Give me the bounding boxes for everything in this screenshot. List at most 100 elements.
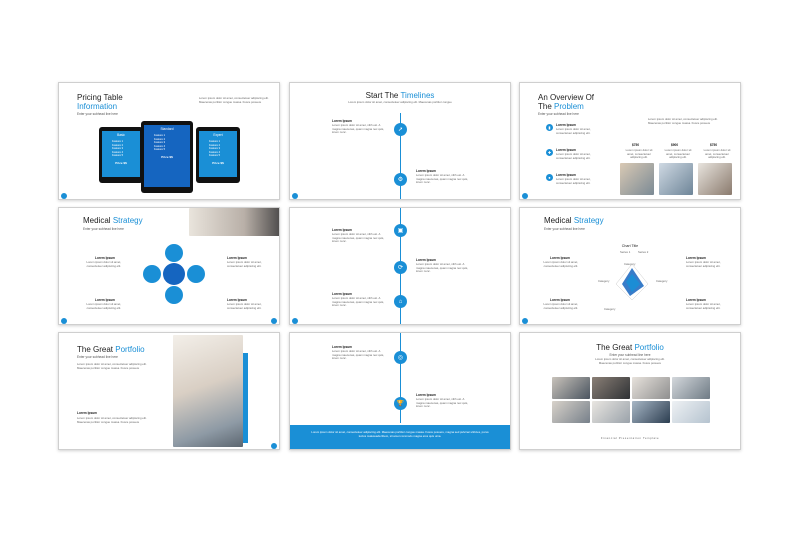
price-label: $750 xyxy=(710,143,718,147)
accent-bar xyxy=(243,353,248,443)
slide-subtitle: Enter your subhead line here xyxy=(544,227,585,231)
chart-axis-label: Category xyxy=(604,307,616,311)
slide-timelines[interactable]: Start The Timelines Lorem ipsum dolor si… xyxy=(289,82,511,200)
chart-legend-item: Series 1 xyxy=(620,250,631,254)
slide-portfolio-doctor[interactable]: The Great Portfolio Enter your subhead l… xyxy=(58,332,280,450)
chart-axis-label: Category xyxy=(656,279,668,283)
item-label: Lorem Ipsum xyxy=(686,256,707,260)
slide-title: The Great Portfolio xyxy=(77,345,145,354)
slide-body-text: Lorem ipsum dolor sit amet, consectetuer… xyxy=(199,96,269,104)
price-text: Lorem ipsum dolor sit amet, consectetuer… xyxy=(625,148,653,160)
doctor-photo xyxy=(173,335,243,447)
timeline-text: Lorem ipsum dolor sit amet, nibh est. A … xyxy=(416,173,469,185)
slide-marker xyxy=(522,193,528,199)
item-label: Lorem Ipsum xyxy=(227,298,248,302)
item-text: Lorem ipsum dolor sit amet, consectetuer… xyxy=(77,416,147,424)
item-label: Lorem Ipsum xyxy=(556,173,577,177)
price-text: Lorem ipsum dolor sit amet, consectetuer… xyxy=(664,148,692,160)
slide-title: Medical Strategy xyxy=(83,216,143,225)
chart-icon: ▮ xyxy=(546,124,553,131)
slide-marker xyxy=(271,443,277,449)
item-text: Lorem ipsum dolor sit amet, consectetuer… xyxy=(543,302,578,310)
slide-portfolio-gallery[interactable]: The Great Portfolio Enter your subhead l… xyxy=(519,332,741,450)
slide-marker xyxy=(271,318,277,324)
gallery-photo xyxy=(592,377,630,399)
slide-medical-strategy-chart[interactable]: Medical Strategy Enter your subhead line… xyxy=(519,207,741,325)
slide-marker xyxy=(292,318,298,324)
header-photo xyxy=(189,208,279,236)
diagram-center xyxy=(163,263,185,285)
price-label: $750 xyxy=(632,143,640,147)
item-text: Lorem ipsum dolor sit amet, consectetuer… xyxy=(686,302,721,310)
slide-marker xyxy=(61,318,67,324)
location-icon: ● xyxy=(546,174,553,181)
timeline-text: Lorem ipsum dolor sit amet, nibh est. A … xyxy=(332,123,385,135)
slide-subtitle: Enter your subhead line here xyxy=(77,112,118,116)
timeline-label: Lorem Ipsum xyxy=(416,393,437,397)
diagram-node xyxy=(187,265,205,283)
slide-timeline-end[interactable]: ◎ 🏆 Lorem Ipsum Lorem ipsum dolor sit am… xyxy=(289,332,511,450)
slide-subtitle: Enter your subhead line here xyxy=(609,353,651,357)
photo-doctor xyxy=(698,163,732,195)
gallery-photo xyxy=(632,401,670,423)
item-text: Lorem ipsum dolor sit amet, consectetuer… xyxy=(686,260,721,268)
slide-title: Start The Timelines xyxy=(365,91,435,100)
gallery-photo xyxy=(552,377,590,399)
timeline-text: Lorem ipsum dolor sit amet, nibh est. A … xyxy=(416,262,469,274)
slide-marker xyxy=(522,318,528,324)
timeline-label: Lorem Ipsum xyxy=(332,292,353,296)
footer-text: Lorem ipsum dolor sit amet, consectetuer… xyxy=(311,430,489,438)
slide-medical-strategy-diagram[interactable]: Medical Strategy Enter your subhead line… xyxy=(58,207,280,325)
diagram-node xyxy=(165,244,183,262)
item-text: Lorem ipsum dolor sit amet, consectetuer… xyxy=(556,152,591,160)
slide-timeline-middle[interactable]: ▣ ⟳ ⌂ Lorem Ipsum Lorem ipsum dolor sit … xyxy=(289,207,511,325)
item-text: Lorem ipsum dolor sit amet, consectetuer… xyxy=(86,302,121,310)
item-text: Lorem ipsum dolor sit amet, consectetuer… xyxy=(227,302,262,310)
chart-axis-label: Category xyxy=(598,279,610,283)
item-text: Lorem ipsum dolor sit amet, consectetuer… xyxy=(556,127,591,135)
slide-title: Medical Strategy xyxy=(544,216,604,225)
slide-body-text: Lorem ipsum dolor sit amet, consectetuer… xyxy=(77,362,147,370)
item-label: Lorem Ipsum xyxy=(550,256,571,260)
hospital-icon: ✚ xyxy=(546,149,553,156)
slide-intro-text: Lorem ipsum dolor sit amet, consectetuer… xyxy=(348,100,452,104)
gallery-photo xyxy=(552,401,590,423)
item-label: Lorem Ipsum xyxy=(95,256,116,260)
gallery-photo xyxy=(672,401,710,423)
trophy-icon: 🏆 xyxy=(394,397,407,410)
timeline-label: Lorem Ipsum xyxy=(332,228,353,232)
chart-legend-item: Series 2 xyxy=(638,250,649,254)
gallery-photo xyxy=(632,377,670,399)
photo-doctor xyxy=(659,163,693,195)
item-label: Lorem Ipsum xyxy=(95,298,116,302)
diagram-node xyxy=(143,265,161,283)
timeline-text: Lorem ipsum dolor sit amet, nibh est. A … xyxy=(332,349,385,361)
timeline-label: Lorem Ipsum xyxy=(416,258,437,262)
item-label: Lorem Ipsum xyxy=(556,123,577,127)
gallery-photo xyxy=(592,401,630,423)
item-text: Lorem ipsum dolor sit amet, consectetuer… xyxy=(227,260,262,268)
price-label: $900 xyxy=(671,143,679,147)
timeline-label: Lorem Ipsum xyxy=(332,119,353,123)
item-text: Lorem ipsum dolor sit amet, consectetuer… xyxy=(556,177,591,185)
slide-marker xyxy=(292,193,298,199)
chart-axis-label: Category xyxy=(624,262,636,266)
photo-doctor xyxy=(620,163,654,195)
timeline-label: Lorem Ipsum xyxy=(416,169,437,173)
timeline-line xyxy=(400,113,401,199)
item-label: Lorem Ipsum xyxy=(556,148,577,152)
timeline-text: Lorem ipsum dolor sit amet, nibh est. A … xyxy=(332,232,385,244)
bag-icon: ▣ xyxy=(394,224,407,237)
timeline-line xyxy=(400,333,401,423)
timeline-text: Lorem ipsum dolor sit amet, nibh est. A … xyxy=(332,296,385,308)
target-icon: ◎ xyxy=(394,351,407,364)
item-label: Lorem Ipsum xyxy=(227,256,248,260)
gallery-photo xyxy=(672,377,710,399)
